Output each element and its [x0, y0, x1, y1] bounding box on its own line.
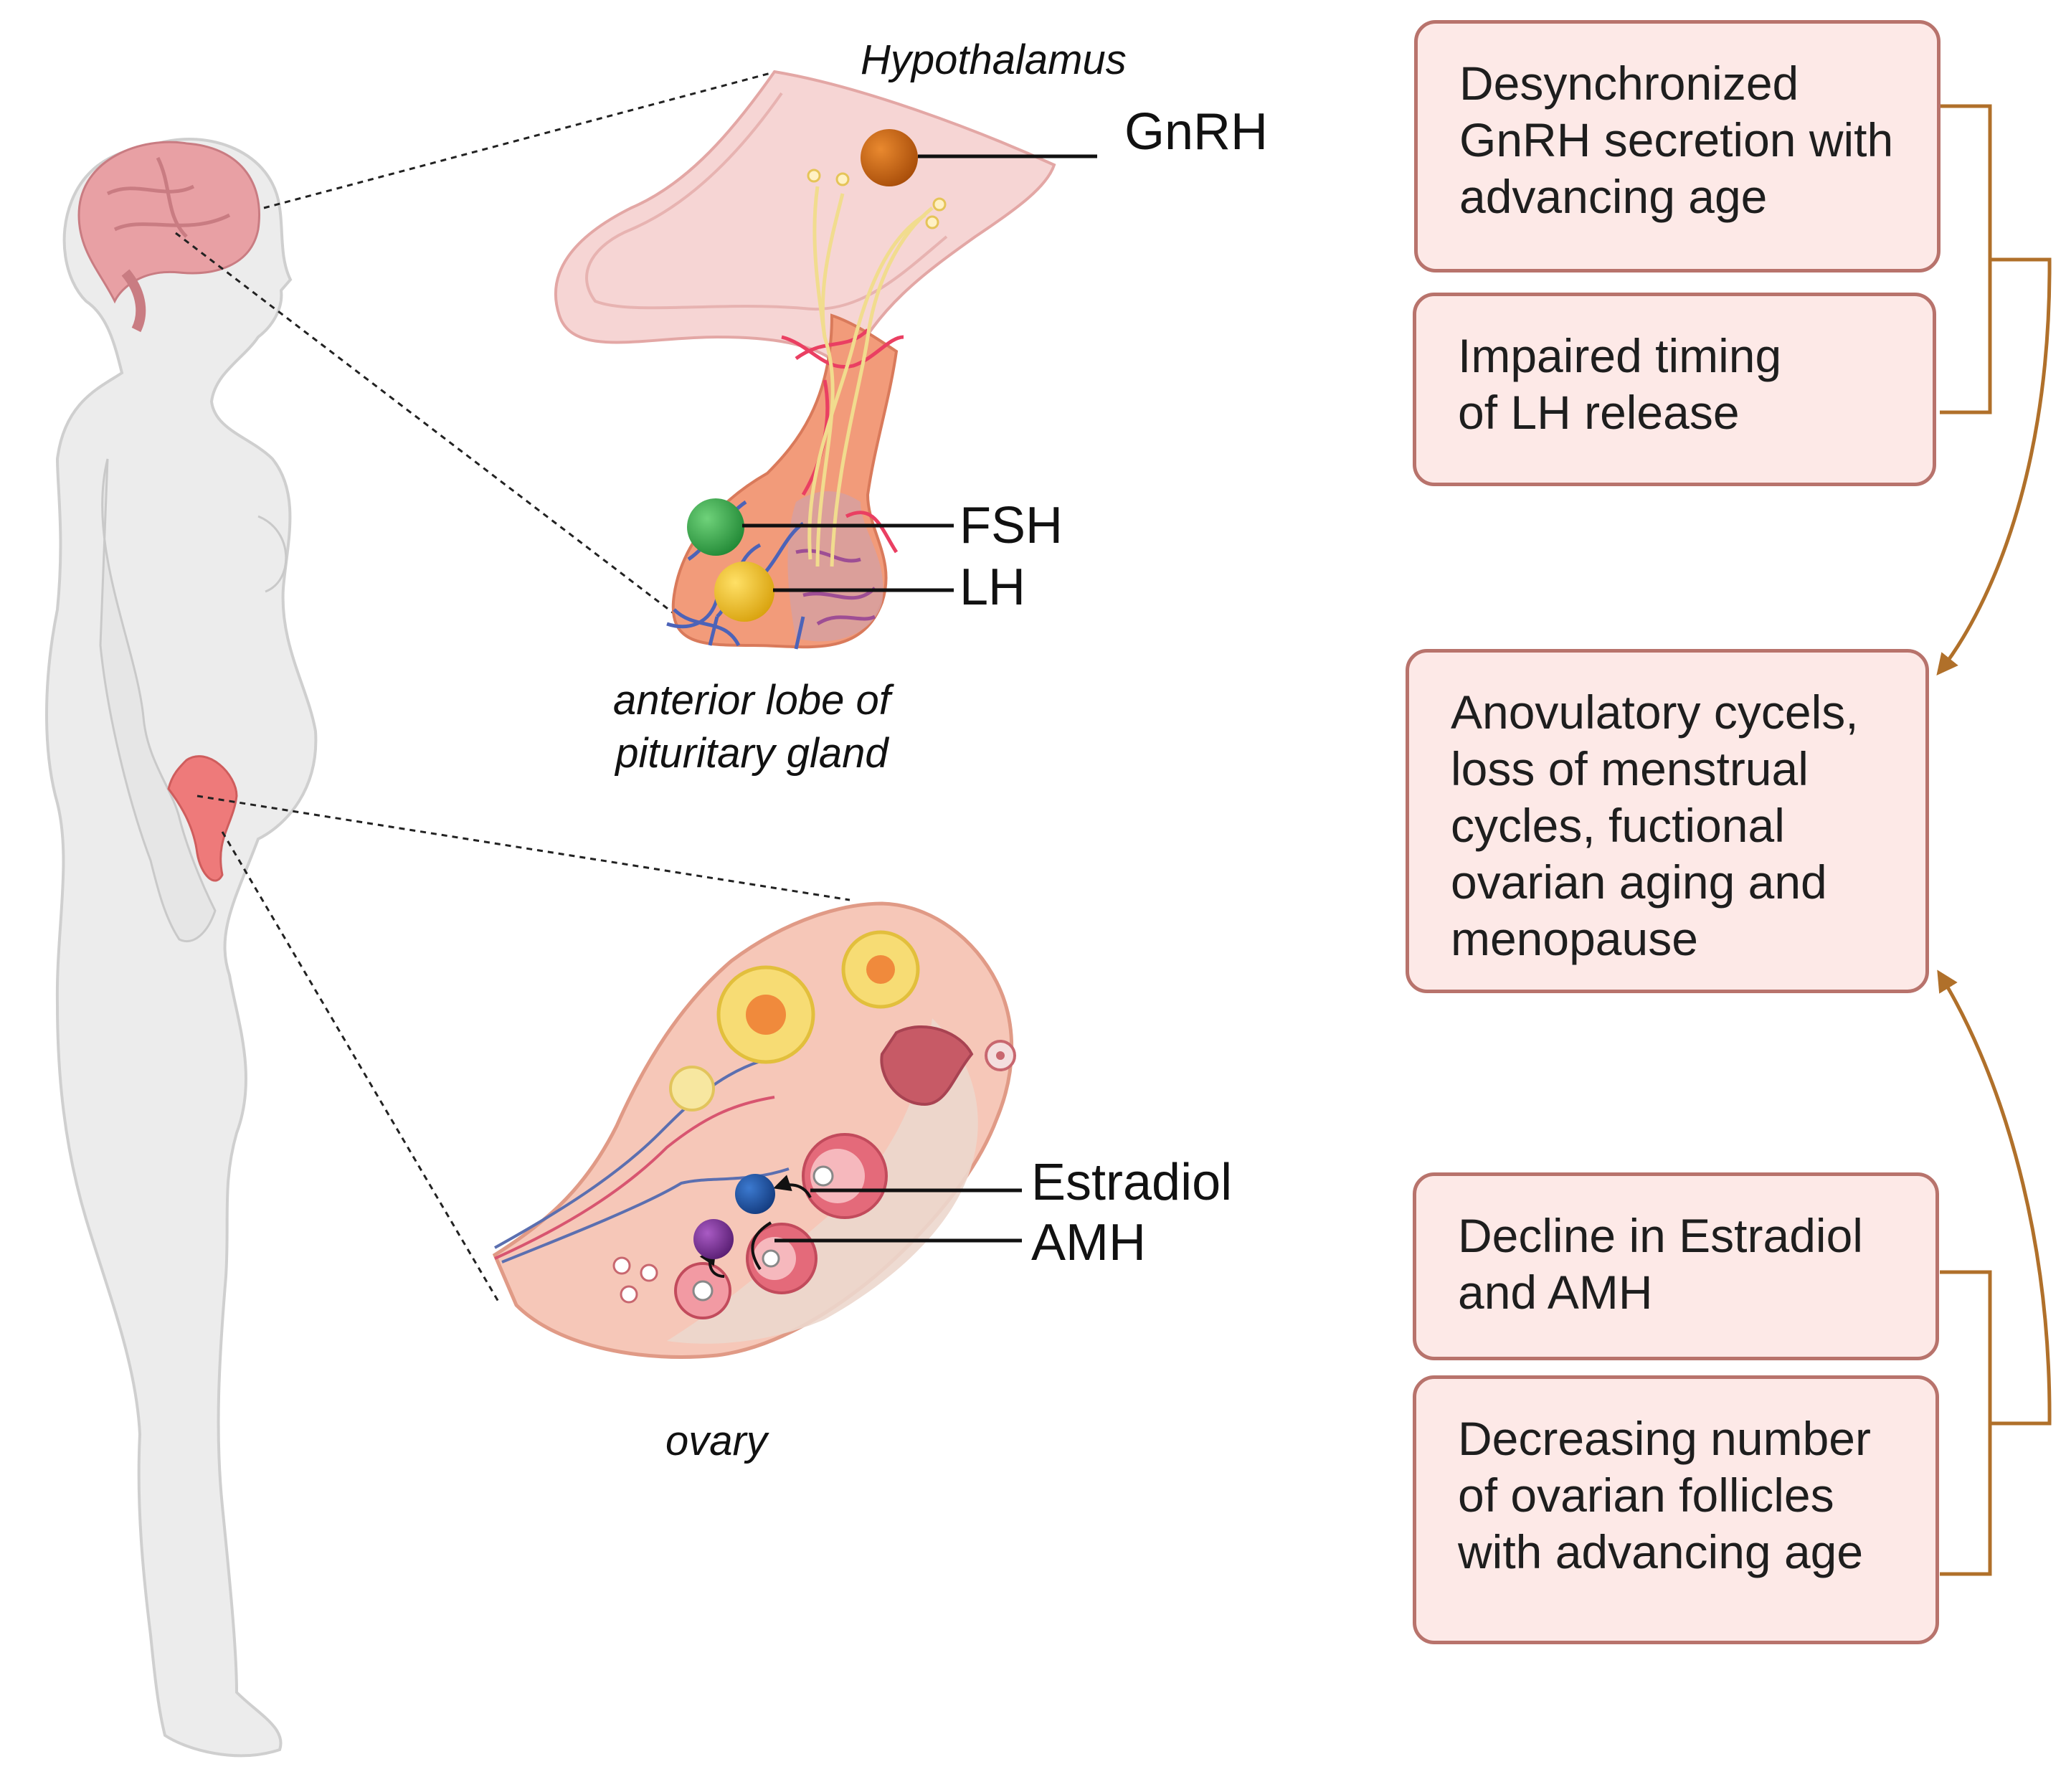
box-estradiol-decline-text: Decline in Estradiol and AMH	[1458, 1209, 1863, 1319]
bracket-top	[1940, 104, 1992, 414]
human-body-illustration	[45, 138, 318, 1758]
corpus-luteum-1	[716, 965, 815, 1064]
box-gnrh-secretion-text: Desynchronized GnRH secretion with advan…	[1459, 57, 1894, 223]
box-follicles-text: Decreasing number of ovarian follicles w…	[1458, 1412, 1871, 1578]
uterus-icon	[167, 755, 238, 882]
lh-marker	[714, 561, 954, 622]
box-gnrh-secretion: Desynchronized GnRH secretion with advan…	[1414, 20, 1941, 272]
corpus-luteum-2	[841, 930, 920, 1009]
estradiol-dot	[735, 1174, 775, 1214]
hypothalamus-label: Hypothalamus	[861, 37, 1127, 83]
ovary-label: ovary	[665, 1418, 767, 1464]
follicle-small	[674, 1262, 731, 1319]
estradiol-marker	[735, 1174, 1022, 1214]
gnrh-label: GnRH	[1124, 103, 1269, 161]
gnrh-dot	[861, 129, 918, 186]
lh-dot	[714, 561, 774, 622]
amh-marker	[693, 1219, 1022, 1259]
box-outcome: Anovulatory cycels, loss of menstrual cy…	[1406, 649, 1929, 993]
arrow-to-outcome-top	[1936, 257, 2052, 676]
box-outcome-text: Anovulatory cycels, loss of menstrual cy…	[1451, 686, 1859, 965]
box-estradiol-decline: Decline in Estradiol and AMH	[1413, 1172, 1939, 1360]
fsh-marker	[687, 498, 954, 556]
pituitary-illustration	[554, 70, 1056, 650]
box-follicles: Decreasing number of ovarian follicles w…	[1413, 1375, 1939, 1644]
box-lh-timing: Impaired timing of LH release	[1413, 293, 1936, 486]
pituitary-label: anterior lobe of pituritary gland	[613, 677, 891, 777]
flow-connectors	[1936, 104, 2052, 1576]
amh-dot	[693, 1219, 734, 1259]
zoom-guide-lines	[175, 70, 850, 1302]
bracket-bottom	[1940, 1270, 1992, 1576]
box-lh-timing-text: Impaired timing of LH release	[1458, 329, 1782, 439]
ovary-illustration	[492, 901, 1016, 1359]
amh-label: AMH	[1031, 1214, 1146, 1271]
estradiol-label: Estradiol	[1031, 1154, 1233, 1211]
follicle-large	[802, 1133, 888, 1219]
fsh-dot	[687, 498, 744, 556]
fsh-label: FSH	[959, 497, 1063, 554]
gnrh-marker	[861, 129, 1097, 186]
arrow-to-outcome-bottom	[1937, 970, 2052, 1426]
lh-label: LH	[959, 559, 1026, 616]
